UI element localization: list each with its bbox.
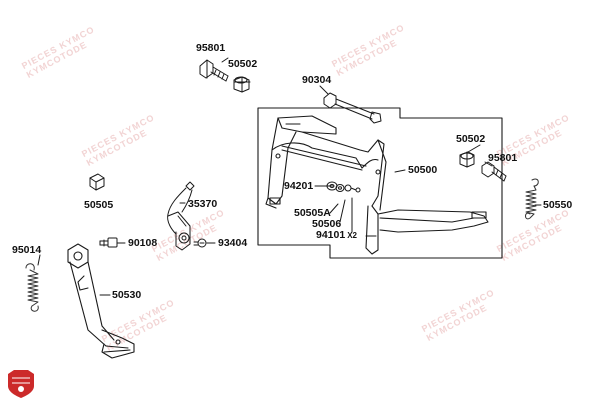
part-label-35370: 35370 bbox=[188, 198, 218, 210]
part-label-90304: 90304 bbox=[302, 74, 332, 86]
shield-logo-icon bbox=[8, 370, 34, 398]
quantity-label: X2 bbox=[347, 231, 357, 240]
screw-93404 bbox=[193, 238, 207, 248]
part-label-50502-right: 50502 bbox=[456, 133, 486, 145]
part-label-95801-right: 95801 bbox=[488, 152, 518, 164]
side-stand-50530 bbox=[67, 243, 135, 359]
spring-95014 bbox=[25, 263, 39, 312]
bolt-95801-right bbox=[481, 161, 507, 182]
bolt-90108 bbox=[99, 237, 118, 248]
part-label-50506: 50506 bbox=[312, 218, 342, 230]
part-label-90108: 90108 bbox=[128, 237, 158, 249]
center-stand bbox=[265, 115, 489, 255]
part-label-95801-top: 95801 bbox=[196, 42, 226, 54]
part-label-50500: 50500 bbox=[408, 164, 438, 176]
spring-50550 bbox=[525, 178, 539, 220]
part-label-50502-top: 50502 bbox=[228, 58, 258, 70]
bolt-95801-top bbox=[199, 59, 229, 82]
main-stand-outline-box bbox=[257, 107, 503, 259]
part-label-50505A: 50505A bbox=[294, 207, 331, 219]
part-label-93404: 93404 bbox=[218, 237, 248, 249]
part-label-94201: 94201 bbox=[284, 180, 314, 192]
part-label-50530: 50530 bbox=[112, 289, 142, 301]
nut-50502-top bbox=[233, 76, 250, 93]
pin-94101 bbox=[344, 184, 361, 193]
nut-50502-right bbox=[459, 151, 475, 168]
bolt-90304 bbox=[323, 92, 382, 124]
part-label-50550: 50550 bbox=[543, 199, 573, 211]
stopper-50505 bbox=[89, 173, 105, 191]
part-label-95014: 95014 bbox=[12, 244, 42, 256]
sidestand-switch-35370 bbox=[167, 181, 195, 251]
part-label-50505: 50505 bbox=[84, 199, 114, 211]
washer-50506 bbox=[335, 184, 345, 192]
